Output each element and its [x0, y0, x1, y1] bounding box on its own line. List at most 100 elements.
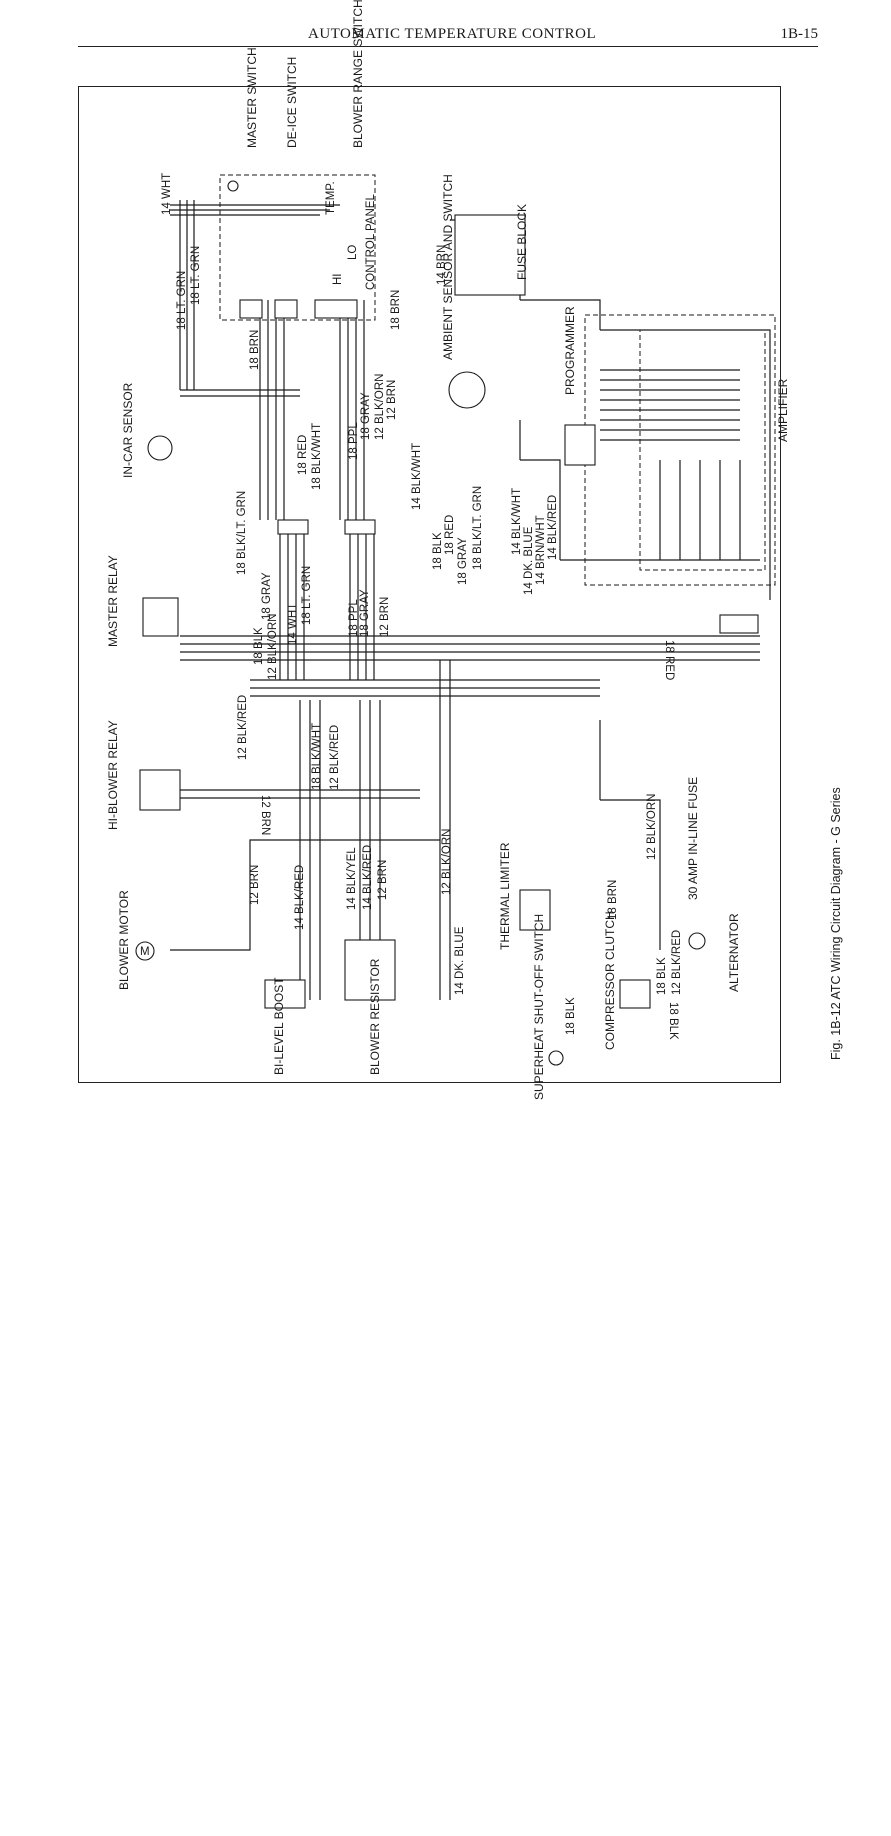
in-car-sensor-symbol — [147, 435, 173, 461]
wire-label: 12 BLK/RED — [237, 695, 249, 760]
master-relay-label: MASTER RELAY — [106, 555, 120, 647]
wire-label: 14 WHT — [287, 603, 299, 645]
wire-lower-horizontal — [250, 679, 600, 697]
wire-label: 18 BRN — [249, 330, 261, 370]
wire-label: 12 BLK/RED — [671, 930, 683, 995]
wire-mid-vertical-2 — [349, 534, 375, 680]
wire-center-vertical — [259, 300, 285, 520]
wire-label: 18 BLK — [432, 532, 444, 570]
superheat-switch-label: SUPERHEAT SHUT-OFF SWITCH — [532, 914, 546, 1100]
wire-label: 12 BRN — [249, 865, 261, 905]
wire-label: 12 BRN — [386, 380, 398, 420]
bi-level-boost-label: BI-LEVEL BOOST — [272, 977, 286, 1075]
wire-label: 14 BRN — [436, 245, 448, 285]
amplifier-traces — [659, 460, 741, 560]
thermal-limiter-symbol — [519, 889, 551, 931]
wire-label: 12 BLK/ORN — [441, 829, 453, 895]
master-switch-icon — [227, 180, 239, 192]
wire-blower-motor — [170, 839, 440, 951]
hi-blower-relay-label: HI-BLOWER RELAY — [106, 720, 120, 830]
lo-label: LO — [347, 245, 359, 260]
wire-label: 14 BLK/WHT — [511, 488, 523, 555]
diagram-frame — [78, 86, 781, 1083]
connector-a — [277, 519, 309, 535]
switch-block-c — [314, 299, 358, 319]
deice-switch-label: DE-ICE SWITCH — [285, 57, 299, 148]
wire-label: 18 LT. GRN — [301, 566, 313, 625]
wire-label: 14 DK. BLUE — [454, 926, 466, 995]
wire-label: 18 GRAY — [360, 392, 372, 440]
wire-lower-mid — [439, 660, 451, 1000]
figure-caption: Fig. 1B-12 ATC Wiring Circuit Diagram - … — [829, 787, 843, 1060]
wire-label: 18 BRN — [390, 290, 402, 330]
ambient-sensor-label: AMBIENT SENSOR AND SWITCH — [441, 174, 455, 360]
wire-label: 18 BLK — [565, 997, 577, 1035]
wire-label: 18 LT. GRN — [190, 246, 202, 305]
wire-mid-vertical — [279, 534, 305, 680]
page-number: 1B-15 — [780, 26, 819, 42]
wire-label: 18 BRN — [607, 880, 619, 920]
wire-label: 18 RED — [297, 435, 309, 475]
compressor-clutch-symbol — [619, 979, 651, 1009]
master-relay-symbol — [142, 597, 179, 637]
blower-resistor-label: BLOWER RESISTOR — [368, 958, 382, 1075]
wire-label: 18 BLK/LT. GRN — [472, 486, 484, 570]
wire-label: 18 BLK/WHT — [311, 723, 323, 790]
wire-label: 14 BLK/WHT — [411, 443, 423, 510]
wire-label: 18 BLK/LT. GRN — [236, 491, 248, 575]
inline-fuse-label: 30 AMP IN-LINE FUSE — [686, 777, 700, 900]
programmer-label: PROGRAMMER — [563, 306, 577, 395]
wire-label: 12 BLK/ORN — [267, 614, 279, 680]
bi-level-boost-symbol — [264, 979, 306, 1009]
wire-label: 18 BLK — [667, 1002, 679, 1040]
ambient-sensor-symbol — [448, 371, 486, 409]
in-car-sensor-label: IN-CAR SENSOR — [121, 382, 135, 478]
page-header: AUTOMATIC TEMPERATURE CONTROL 1B-15 — [78, 24, 818, 48]
blower-motor-icon — [135, 941, 155, 961]
wire-harness — [170, 174, 776, 1000]
blower-range-switch-label: BLOWER RANGE SWITCH — [351, 0, 365, 148]
wire-left-vertical — [179, 200, 195, 390]
motor-letter-icon: M — [140, 946, 150, 958]
wire-left-cross — [180, 389, 300, 397]
wire-label: 18 BLK — [656, 957, 668, 995]
wire-main-horizontal — [180, 635, 760, 661]
superheat-switch-icon — [548, 1050, 564, 1066]
blower-motor-label: BLOWER MOTOR — [117, 890, 131, 990]
hi-blower-relay-symbol — [139, 769, 181, 811]
wire-label: 18 RED — [444, 515, 456, 555]
wire-relay — [180, 789, 420, 799]
thermal-limiter-label: THERMAL LIMITER — [498, 842, 512, 950]
hi-label: HI — [332, 274, 344, 286]
wire-lower-right — [599, 720, 661, 950]
wire-label: 14 BLK/RED — [294, 865, 306, 930]
wire-label: 18 RED — [663, 640, 675, 680]
wire-label: 12 BRN — [259, 795, 271, 835]
wire-label: 12 BLK/RED — [329, 725, 341, 790]
amplifier-connector — [719, 614, 759, 634]
wire-label: 18 BLK/WHT — [311, 423, 323, 490]
programmer-traces — [600, 369, 740, 441]
control-panel-label: CONTROL PANEL — [365, 194, 377, 290]
wire-label: 14 BLK/RED — [547, 495, 559, 560]
wire-label: 14 BLK/YEL — [346, 847, 358, 910]
amplifier-outline — [639, 329, 766, 571]
switch-block-a — [239, 299, 263, 319]
control-panel-outline — [219, 174, 376, 321]
wire-lower-left — [299, 700, 321, 1000]
wire-top-bundle — [170, 204, 340, 216]
wire-label: 12 BLK/ORN — [374, 374, 386, 440]
switch-block-b — [274, 299, 298, 319]
connector-b — [344, 519, 376, 535]
wire-label: 18 PPL — [348, 422, 360, 460]
wire-label: 18 GRAY — [457, 537, 469, 585]
temp-label: TEMP. — [325, 181, 337, 215]
wire-label: 14 DK. BLUE — [523, 526, 535, 595]
wire-label: 18 PPL — [348, 599, 360, 637]
labels: MASTER SWITCH DE-ICE SWITCH BLOWER RANGE… — [106, 0, 843, 1100]
wire-label: 12 BRN — [379, 597, 391, 637]
wire-label: 18 GRAY — [261, 572, 273, 620]
blower-resistor-symbol — [344, 939, 396, 1001]
wire-label: 14 BLK/RED — [362, 845, 374, 910]
